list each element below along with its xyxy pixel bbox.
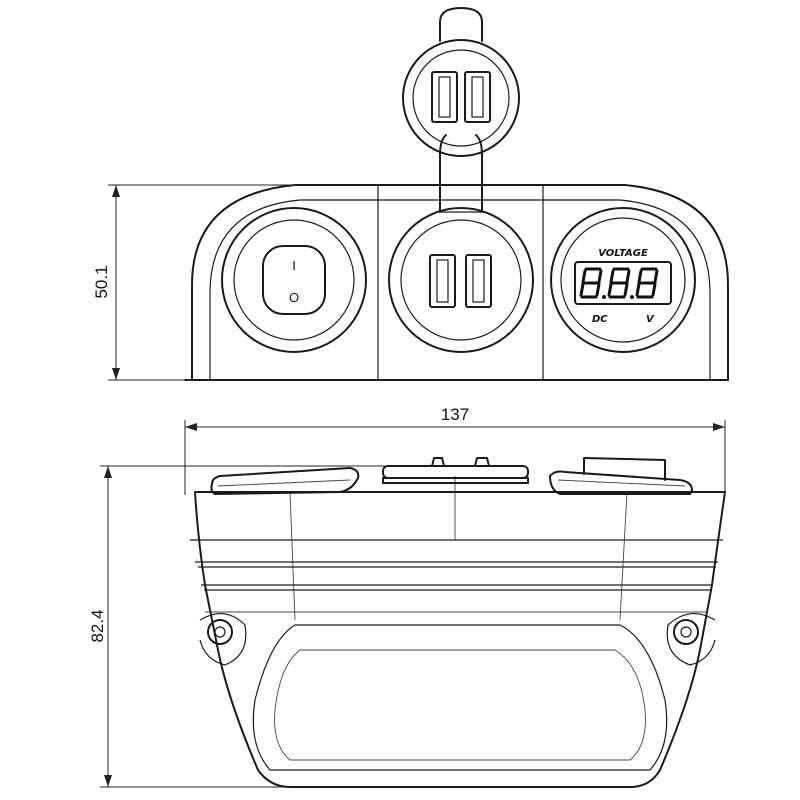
digit-2-segment-b <box>653 269 659 284</box>
usb-port-right <box>465 254 492 308</box>
switch-off-symbol: O <box>289 290 299 305</box>
voltmeter-v-label: V <box>646 314 655 325</box>
depth-dimension-label: 82.4 <box>88 609 107 642</box>
usb-charger <box>388 7 534 353</box>
top-body-outline <box>194 491 726 788</box>
top-view: 137 82.4 <box>88 405 726 788</box>
front-housing-outline <box>191 184 729 381</box>
depth-dimension: 82.4 <box>88 465 400 788</box>
top-switch-rim <box>210 467 360 495</box>
height-dimension: 50.1 <box>92 184 300 381</box>
voltmeter-dc-label: DC <box>592 314 608 325</box>
switch-on-symbol: I <box>292 258 296 273</box>
digit-1-segment-c <box>623 282 629 297</box>
top-voltmeter-rim-inner <box>557 479 686 487</box>
usb-cap-inner <box>412 49 510 147</box>
digit-0-decimal-point <box>602 295 606 299</box>
digit-1-decimal-point <box>630 295 634 299</box>
top-usb-cap-tab-right <box>474 457 490 467</box>
top-lower-cavity-inner <box>274 649 646 761</box>
digit-1-segment-b <box>625 269 631 284</box>
voltmeter-title: VOLTAGE <box>598 248 648 259</box>
usb-cap-tab <box>439 7 483 42</box>
usb-cap-port-right <box>464 71 491 123</box>
switch-rocker <box>262 245 326 315</box>
mount-hole-right <box>666 613 716 666</box>
split-left <box>289 491 296 621</box>
front-housing-inner <box>209 199 711 380</box>
switch-bezel-inner <box>233 219 355 341</box>
digit-1-segment-f <box>609 269 615 284</box>
voltmeter-display-window <box>574 261 672 305</box>
top-usb-rim-lower <box>382 477 529 484</box>
rocker-switch: I O <box>221 207 367 353</box>
usb-cap-port-left <box>431 71 458 123</box>
top-usb-rim <box>382 465 529 479</box>
top-voltmeter-rim <box>549 470 693 495</box>
usb-port-left <box>429 254 456 308</box>
width-dimension-label: 137 <box>441 405 469 424</box>
front-view: I O <box>92 7 729 381</box>
voltmeter-bezel-outer <box>550 207 696 353</box>
voltmeter-bezel-inner <box>560 217 686 343</box>
width-dimension: 137 <box>184 405 726 495</box>
top-cap-edge <box>583 457 666 481</box>
mount-hole-left <box>199 613 247 666</box>
digit-2-segment-f <box>637 269 643 284</box>
digit-0-segment-b <box>597 269 603 284</box>
split-right <box>619 491 628 621</box>
top-lower-cavity <box>252 624 668 771</box>
top-usb-cap-tab-left <box>431 457 445 467</box>
voltmeter: VOLTAGE DC V <box>550 207 696 353</box>
usb-cap-strap <box>439 134 483 213</box>
digit-2-segment-c <box>651 282 657 297</box>
digit-2-segment-e <box>635 282 641 297</box>
digit-0-segment-c <box>595 282 601 297</box>
voltmeter-digits <box>579 267 659 299</box>
digit-1-segment-e <box>607 282 613 297</box>
usb-bezel-outer <box>388 207 534 353</box>
usb-cap-outer <box>402 39 520 157</box>
digit-0-segment-f <box>581 269 587 284</box>
usb-bezel-inner <box>400 219 522 341</box>
height-dimension-label: 50.1 <box>92 265 111 298</box>
digit-0-segment-e <box>579 282 585 297</box>
top-switch-rim-inner <box>217 479 351 487</box>
switch-bezel-outer <box>221 207 367 353</box>
